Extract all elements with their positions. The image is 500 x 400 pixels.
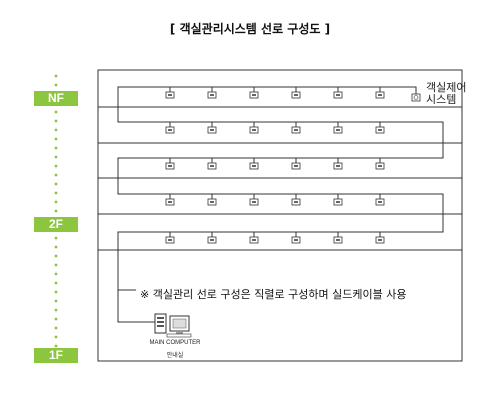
- floor-badge-2f: 2F: [34, 217, 78, 232]
- floor-line-dot: [54, 290, 58, 294]
- main-computer-label: MAIN COMPUTER: [149, 340, 201, 346]
- floor-line-dot: [54, 245, 58, 249]
- room-device-icon: [333, 158, 343, 170]
- floor-line-dot: [54, 182, 58, 186]
- floor-line-dot: [54, 146, 58, 150]
- room-control-system-label-line1: 객실제어: [426, 81, 467, 94]
- floor-line-dot: [54, 173, 58, 177]
- room-device-icon: [165, 194, 175, 206]
- floor-line-dot: [54, 263, 58, 267]
- floor-line-dot: [54, 281, 58, 285]
- floor-badge-nf: NF: [34, 91, 78, 106]
- cabling-note: ※ 객실관리 선로 구성은 직렬로 구성하며 실드케이블 사용: [140, 288, 407, 301]
- room-device-icon: [333, 87, 343, 99]
- floor-line-dot: [54, 137, 58, 141]
- floor-line-dot: [54, 74, 58, 78]
- floor-line-dot: [54, 299, 58, 303]
- floor-line-dot: [54, 272, 58, 276]
- room-device-icon: [291, 194, 301, 206]
- floor-line-dot: [54, 200, 58, 204]
- room-device-icon: [333, 122, 343, 134]
- room-device-icon: [291, 122, 301, 134]
- building-outline: [97, 69, 463, 362]
- floor-line-dot: [54, 155, 58, 159]
- room-device-icon: [333, 232, 343, 244]
- room-device-icon: [249, 158, 259, 170]
- room-device-icon: [207, 87, 217, 99]
- room-device-icon: [375, 87, 385, 99]
- room-device-icon: [165, 122, 175, 134]
- floor-separators: [98, 106, 462, 251]
- floor-line-dot: [54, 191, 58, 195]
- room-device-icon: [375, 232, 385, 244]
- room-device-icon: [291, 232, 301, 244]
- room-device-icon: [375, 194, 385, 206]
- main-computer-room-label: 안내실: [166, 353, 184, 359]
- floor-line-dot: [54, 254, 58, 258]
- floor-dotted-line: [54, 74, 58, 348]
- room-control-system-icon: [411, 93, 421, 102]
- floor-line-dot: [54, 209, 58, 213]
- room-device-icon: [249, 87, 259, 99]
- floor-line-dot: [54, 308, 58, 312]
- room-device-icon: [165, 232, 175, 244]
- main-computer-icon: [154, 313, 192, 338]
- diagram-title: [ 객실관리시스템 선로 구성도 ]: [169, 22, 331, 36]
- floor-line-dot: [54, 83, 58, 87]
- floor-badge-1f: 1F: [34, 348, 78, 363]
- room-control-system-label-line2: 시스템: [426, 93, 457, 106]
- floor-line-dot: [54, 110, 58, 114]
- room-devices: [165, 87, 421, 244]
- room-device-icon: [291, 87, 301, 99]
- floor-line-dot: [54, 326, 58, 330]
- room-device-icon: [249, 232, 259, 244]
- room-device-icon: [165, 158, 175, 170]
- floor-line-dot: [54, 317, 58, 321]
- floor-line-dot: [54, 119, 58, 123]
- floor-line-dot: [54, 164, 58, 168]
- room-device-icon: [375, 122, 385, 134]
- floor-line-dot: [54, 236, 58, 240]
- room-device-icon: [165, 87, 175, 99]
- room-device-icon: [249, 122, 259, 134]
- room-device-icon: [291, 158, 301, 170]
- floor-line-dot: [54, 335, 58, 339]
- room-device-icon: [333, 194, 343, 206]
- room-device-icon: [375, 158, 385, 170]
- room-device-icon: [207, 194, 217, 206]
- room-device-icon: [207, 122, 217, 134]
- room-device-icon: [207, 158, 217, 170]
- floor-line-dot: [54, 344, 58, 348]
- room-device-icon: [207, 232, 217, 244]
- floor-line-dot: [54, 128, 58, 132]
- room-device-icon: [249, 194, 259, 206]
- serial-cable-path: [117, 86, 444, 323]
